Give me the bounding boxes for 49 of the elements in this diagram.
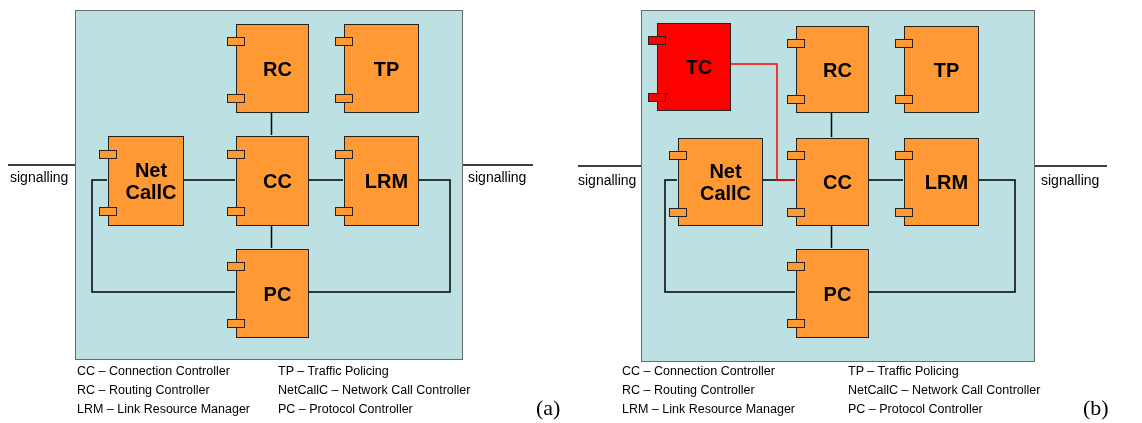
- connector-line: [270, 111, 273, 136]
- connector-line: [577, 165, 642, 167]
- connector-line: [867, 179, 1016, 293]
- legend-text: CC – Connection Controller: [77, 364, 230, 378]
- connector-line: [1034, 165, 1108, 167]
- component-label: CC: [263, 170, 292, 192]
- connector-line: [270, 224, 273, 249]
- component-label: RC: [823, 58, 852, 81]
- panel-label: (b): [1083, 395, 1109, 421]
- component-label: TP: [933, 58, 960, 81]
- component-label: PC: [823, 282, 852, 305]
- legend-text: RC – Routing Controller: [77, 383, 210, 397]
- container-box: [641, 10, 1035, 362]
- connector-line: [307, 179, 344, 181]
- legend-text: LRM – Link Resource Manager: [77, 402, 250, 416]
- legend-text: NetCallC – Network Call Controller: [848, 383, 1041, 397]
- legend-text: PC – Protocol Controller: [278, 402, 413, 416]
- legend-text: PC – Protocol Controller: [848, 402, 983, 416]
- legend-text: LRM – Link Resource Manager: [622, 402, 795, 416]
- component-label: Net CallC: [124, 159, 178, 203]
- component-label: CC: [823, 171, 852, 193]
- container-box: [75, 10, 463, 360]
- legend-text: NetCallC – Network Call Controller: [278, 383, 471, 397]
- component-label: LRM: [924, 171, 969, 193]
- legend-text: TP – Traffic Policing: [278, 364, 389, 378]
- connector-line: [830, 224, 833, 249]
- edge-label: signalling: [468, 169, 527, 185]
- connector-line: [91, 179, 236, 293]
- edge-label: signalling: [1041, 172, 1100, 188]
- connector-line: [182, 179, 236, 181]
- component-label: PC: [263, 282, 292, 305]
- component-label: RC: [263, 57, 292, 80]
- connector-line: [462, 164, 534, 166]
- connector-line: [867, 179, 904, 181]
- connector-line: [307, 179, 451, 293]
- component-label: Net CallC: [698, 160, 753, 204]
- panel-label: (a): [536, 395, 561, 421]
- connector-line: [7, 164, 76, 166]
- connector-line: [664, 179, 796, 293]
- connector-line: [830, 111, 833, 138]
- legend-text: CC – Connection Controller: [622, 364, 775, 378]
- legend-text: RC – Routing Controller: [622, 383, 755, 397]
- component-label: TC: [685, 56, 713, 78]
- component-label: LRM: [364, 170, 409, 192]
- connector-line: [729, 63, 796, 181]
- component-label: TP: [373, 57, 400, 80]
- edge-label: signalling: [578, 172, 637, 188]
- edge-label: signalling: [10, 169, 69, 185]
- legend-text: TP – Traffic Policing: [848, 364, 959, 378]
